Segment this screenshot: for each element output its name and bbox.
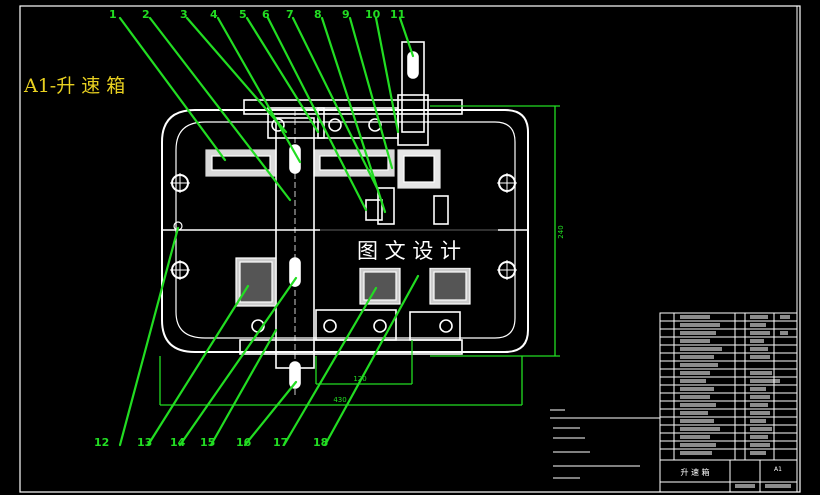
dimension-lines: [159, 105, 560, 406]
parts-list-rows: [680, 315, 791, 488]
title-block-name: 升 速 箱: [680, 467, 709, 477]
watermark-box: [320, 228, 498, 268]
part-label-1: 1: [109, 8, 117, 21]
output-shaft: [365, 41, 449, 225]
bottom-part-labels: 12 13 14 15 16 17 18: [94, 436, 328, 449]
title-block-scale: A1: [774, 466, 782, 473]
drawing-frame: [19, 5, 801, 493]
part-label-2: 2: [142, 8, 150, 21]
part-label-15: 15: [200, 436, 215, 449]
part-label-18: 18: [313, 436, 328, 449]
dimension-overall-width: 430: [333, 396, 346, 404]
lower-bearing-cover: [239, 309, 463, 355]
dimension-inner-width: 120: [353, 375, 366, 383]
part-label-7: 7: [286, 8, 294, 21]
part-label-16: 16: [236, 436, 252, 449]
part-label-3: 3: [180, 8, 188, 21]
part-label-8: 8: [314, 8, 322, 21]
part-label-9: 9: [342, 8, 350, 21]
watermark-text: 图 文 设 计: [357, 239, 461, 263]
part-label-4: 4: [210, 8, 218, 21]
part-label-10: 10: [365, 8, 381, 21]
lower-gear-set: [235, 257, 471, 307]
part-label-14: 14: [170, 436, 186, 449]
top-part-labels: 1 2 3 4 5 6 7 8 9 10 11: [109, 8, 405, 21]
part-label-12: 12: [94, 436, 109, 449]
part-label-5: 5: [239, 8, 247, 21]
parts-list-table: [659, 312, 798, 493]
part-label-6: 6: [262, 8, 270, 21]
part-label-13: 13: [137, 436, 152, 449]
part-label-17: 17: [273, 436, 288, 449]
intermediate-shaft: [275, 110, 315, 395]
upper-gear-pair: [205, 149, 441, 189]
drawing-title: A1-升 速 箱: [23, 75, 125, 97]
leader-lines: [118, 16, 420, 447]
dimension-height: 240: [557, 225, 565, 238]
technical-notes: [550, 409, 660, 479]
part-label-11: 11: [390, 8, 405, 21]
